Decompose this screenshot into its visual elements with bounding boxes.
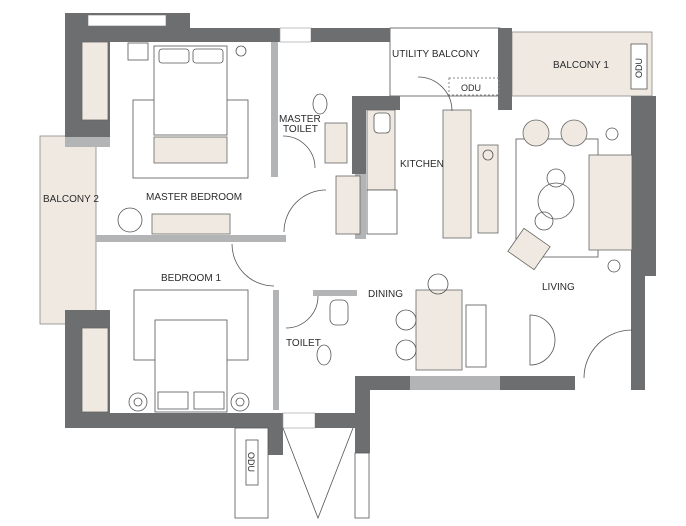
master-bed <box>127 42 249 179</box>
dining-bench <box>465 304 487 368</box>
dining-chair <box>427 273 449 295</box>
service-shaft <box>234 427 269 519</box>
sofa <box>588 154 633 251</box>
label-kitchen: KITCHEN <box>400 159 444 170</box>
hob-icon <box>482 149 494 161</box>
utility-balcony-outline <box>389 27 501 97</box>
armchair <box>507 227 551 271</box>
label-living: LIVING <box>542 282 575 293</box>
master-toilet-basin <box>324 122 348 164</box>
wardrobe-hall <box>335 175 361 235</box>
bedroom-1-bed <box>128 289 250 413</box>
coffee-table <box>537 182 575 220</box>
label-toilet: TOILET <box>286 338 321 349</box>
dining-chair <box>395 309 417 331</box>
dining-chair <box>395 339 417 361</box>
label-odu-shaft: ODU <box>246 452 256 472</box>
side-table <box>546 168 566 188</box>
label-odu-balcony-1: ODU <box>634 58 644 78</box>
kitchen-sink <box>373 112 391 134</box>
master-chair-icon <box>117 207 143 233</box>
kitchen-island <box>442 109 472 239</box>
label-balcony-1: BALCONY 1 <box>553 60 609 71</box>
toilet-basin <box>329 299 349 326</box>
balcony-1-floor <box>511 31 653 97</box>
label-utility-balcony: UTILITY BALCONY <box>392 49 480 60</box>
balcony-1-odu-unit <box>630 43 648 90</box>
living-chair <box>522 119 550 147</box>
side-table <box>534 211 554 231</box>
wardrobe-master <box>81 41 109 121</box>
label-odu-utility: ODU <box>461 83 481 93</box>
label-balcony-2: BALCONY 2 <box>43 194 99 205</box>
fridge <box>366 189 398 235</box>
master-desk <box>151 213 231 235</box>
balcony-2-floor <box>39 135 97 325</box>
console-icon <box>529 314 556 366</box>
service-wall-outline <box>354 452 370 519</box>
shaft-odu-unit <box>245 439 259 486</box>
living-chair <box>560 119 588 147</box>
label-bedroom-1: BEDROOM 1 <box>161 273 221 284</box>
lamp-icon <box>605 127 619 141</box>
label-master-toilet-2: TOILET <box>283 124 318 135</box>
doors <box>231 76 633 520</box>
dining-table <box>415 289 463 371</box>
lamp-icon <box>607 259 621 273</box>
master-toilet-wc <box>312 93 328 115</box>
wardrobe-bedroom-1 <box>81 327 109 413</box>
label-dining: DINING <box>368 289 403 300</box>
label-master-bedroom: MASTER BEDROOM <box>146 192 242 203</box>
label-master-toilet-1: MASTER <box>279 114 321 125</box>
toilet-wc <box>316 344 332 366</box>
utility-odu-unit <box>448 77 500 96</box>
cooktop <box>477 144 499 234</box>
